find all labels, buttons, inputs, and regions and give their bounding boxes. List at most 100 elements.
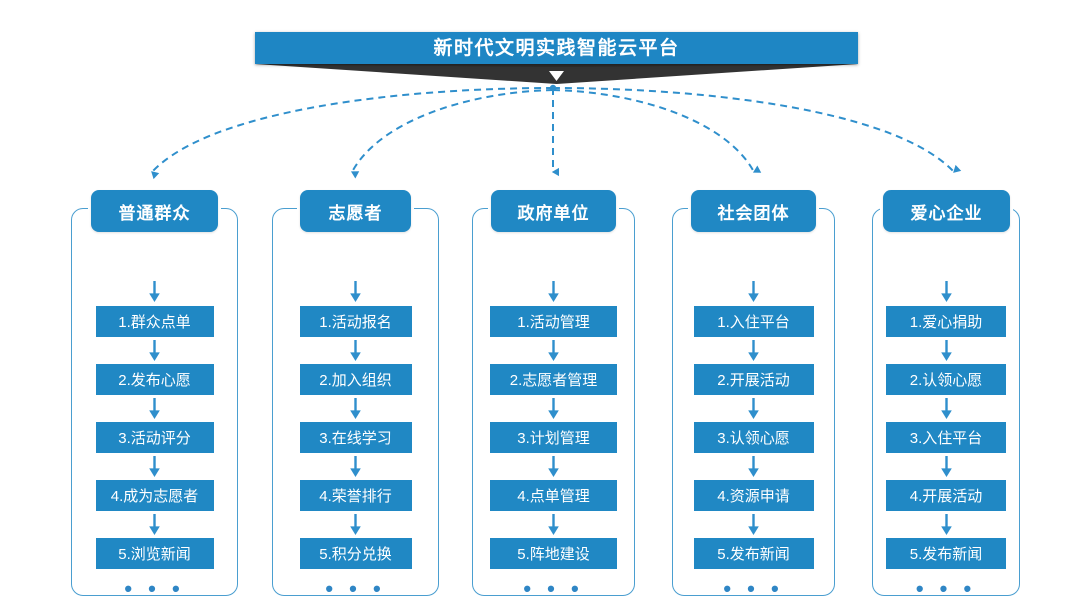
column-header-label: 志愿者 — [328, 203, 383, 223]
column-header-4[interactable]: 社会团体 — [691, 190, 816, 232]
item-arrow — [872, 395, 1020, 422]
more-dots: • • • — [723, 576, 784, 601]
item-arrow — [272, 395, 439, 422]
flow-item[interactable]: 2.发布心愿 — [95, 364, 214, 395]
flow-item[interactable]: 1.活动管理 — [490, 306, 617, 337]
flow-item[interactable]: 2.认领心愿 — [886, 364, 1006, 395]
item-arrow — [71, 453, 238, 480]
column-items: 1.入住平台 2.开展活动 3.认领心愿 4.资源申请 5.发布新闻 • • • — [672, 278, 835, 609]
flow-item-label: 2.志愿者管理 — [509, 372, 598, 389]
down-arrow-icon — [748, 281, 759, 302]
item-arrow — [472, 511, 635, 538]
down-arrow-icon — [350, 339, 361, 361]
flow-item[interactable]: 3.活动评分 — [95, 422, 214, 453]
flow-item-label: 3.计划管理 — [517, 430, 590, 447]
role-column-2: 志愿者 1.活动报名 2.加入组织 3.在线学习 4.荣誉排行 5.积分兑换 • • • — [272, 190, 439, 600]
down-arrow-icon — [149, 513, 160, 535]
header-to-first-arrow — [272, 278, 439, 306]
flow-item[interactable]: 5.发布新闻 — [886, 538, 1006, 569]
more-dots: • • • — [124, 576, 185, 601]
flow-item-label: 4.成为志愿者 — [110, 488, 199, 505]
column-header-label: 普通群众 — [118, 203, 191, 223]
flow-item[interactable]: 4.开展活动 — [886, 480, 1006, 511]
flow-item[interactable]: 1.入住平台 — [693, 306, 814, 337]
flow-item[interactable]: 5.发布新闻 — [693, 538, 814, 569]
down-arrow-icon — [149, 281, 160, 302]
down-arrow-icon — [149, 339, 160, 361]
flow-item-label: 5.浏览新闻 — [118, 546, 191, 563]
item-arrow — [272, 511, 439, 538]
flow-item-label: 5.积分兑换 — [319, 546, 392, 563]
column-header-label: 社会团体 — [717, 203, 790, 223]
down-arrow-icon — [748, 513, 759, 535]
item-arrow — [672, 395, 835, 422]
banner-shadow-shape — [255, 64, 858, 84]
flow-item[interactable]: 4.资源申请 — [693, 480, 814, 511]
down-arrow-icon — [350, 455, 361, 477]
flow-item[interactable]: 2.加入组织 — [299, 364, 412, 395]
column-header-3[interactable]: 政府单位 — [491, 190, 616, 232]
down-arrow-icon — [940, 339, 952, 361]
flow-item[interactable]: 4.点单管理 — [490, 480, 617, 511]
header-to-first-arrow — [672, 278, 835, 306]
column-header-label: 政府单位 — [517, 203, 590, 223]
flow-item-label: 1.入住平台 — [717, 314, 790, 331]
more-dots: • • • — [523, 576, 584, 601]
column-header-5[interactable]: 爱心企业 — [883, 190, 1010, 232]
flow-item[interactable]: 3.认领心愿 — [693, 422, 814, 453]
item-arrow — [672, 453, 835, 480]
down-arrow-icon — [748, 455, 759, 477]
item-arrow — [472, 337, 635, 364]
flow-item[interactable]: 4.成为志愿者 — [95, 480, 214, 511]
flow-item[interactable]: 3.在线学习 — [299, 422, 412, 453]
flow-item[interactable]: 1.活动报名 — [299, 306, 412, 337]
item-arrow — [472, 453, 635, 480]
more-dots: • • • — [325, 576, 386, 601]
flow-item[interactable]: 5.积分兑换 — [299, 538, 412, 569]
flow-item[interactable]: 5.阵地建设 — [490, 538, 617, 569]
flow-item[interactable]: 3.入住平台 — [886, 422, 1006, 453]
header-to-first-arrow — [872, 278, 1020, 306]
down-arrow-icon — [548, 281, 559, 302]
column-items: 1.活动报名 2.加入组织 3.在线学习 4.荣誉排行 5.积分兑换 • • • — [272, 278, 439, 609]
flow-item[interactable]: 1.爱心捐助 — [886, 306, 1006, 337]
flow-item[interactable]: 2.开展活动 — [693, 364, 814, 395]
header-to-first-arrow — [472, 278, 635, 306]
item-arrow — [872, 453, 1020, 480]
down-arrow-icon — [350, 281, 361, 302]
item-arrow — [71, 337, 238, 364]
flow-item-label: 3.在线学习 — [319, 430, 392, 447]
down-arrow-icon — [548, 339, 559, 361]
flow-item[interactable]: 4.荣誉排行 — [299, 480, 412, 511]
column-header-label: 爱心企业 — [910, 203, 983, 223]
flow-item-label: 3.认领心愿 — [717, 430, 790, 447]
flow-item-label: 2.加入组织 — [319, 372, 392, 389]
page-title: 新时代文明实践智能云平台 — [433, 37, 680, 59]
more-dots: • • • — [915, 576, 977, 601]
platform-title-banner: 新时代文明实践智能云平台 — [255, 32, 858, 84]
flow-item-label: 1.活动报名 — [319, 314, 392, 331]
flow-item-label: 3.活动评分 — [118, 430, 191, 447]
flow-item-label: 1.爱心捐助 — [909, 314, 983, 331]
down-arrow-icon — [149, 455, 160, 477]
down-arrow-icon — [748, 339, 759, 361]
down-arrow-icon — [940, 513, 952, 535]
flow-item-label: 1.活动管理 — [517, 314, 590, 331]
flow-item[interactable]: 5.浏览新闻 — [95, 538, 214, 569]
flow-item[interactable]: 2.志愿者管理 — [490, 364, 617, 395]
flow-item-label: 4.荣誉排行 — [319, 488, 392, 505]
flow-item[interactable]: 1.群众点单 — [95, 306, 214, 337]
column-header-1[interactable]: 普通群众 — [91, 190, 218, 232]
flow-item-label: 5.发布新闻 — [909, 546, 983, 563]
flow-item-label: 2.开展活动 — [717, 372, 790, 389]
down-arrow-icon — [940, 281, 952, 302]
item-arrow — [672, 337, 835, 364]
down-arrow-icon — [748, 397, 759, 419]
role-column-3: 政府单位 1.活动管理 2.志愿者管理 3.计划管理 4.点单管理 5.阵地建设 • • • — [472, 190, 635, 600]
item-arrow — [872, 337, 1020, 364]
down-arrow-icon — [149, 397, 160, 419]
flow-item[interactable]: 3.计划管理 — [490, 422, 617, 453]
column-header-2[interactable]: 志愿者 — [300, 190, 411, 232]
flow-item-label: 2.认领心愿 — [909, 372, 983, 389]
